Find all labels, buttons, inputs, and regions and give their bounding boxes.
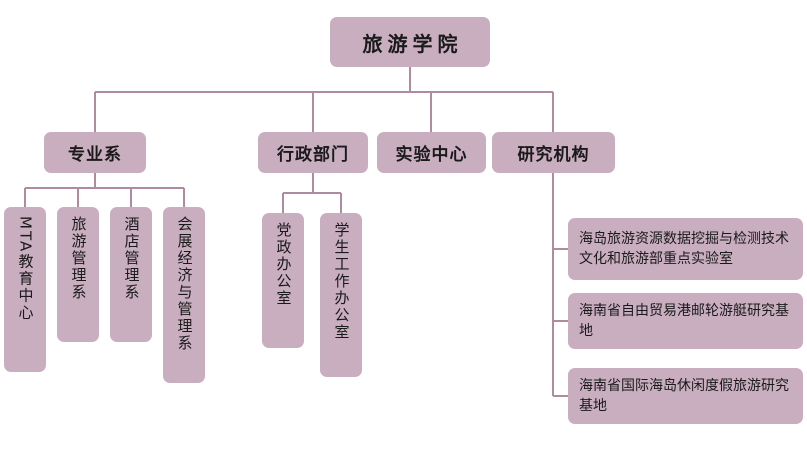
node-exhibition-economy-management-dept[interactable]: 会展经济与管理系: [163, 207, 205, 383]
node-student-affairs-office[interactable]: 学生工作办公室: [320, 213, 362, 377]
node-research-key-laboratory[interactable]: 海岛旅游资源数据挖掘与检测技术文化和旅游部重点实验室: [568, 218, 803, 280]
node-lab-center[interactable]: 实验中心: [377, 132, 486, 173]
node-administration-label: 行政部门: [277, 145, 349, 165]
node-mta-education-center[interactable]: MTA教育中心: [4, 207, 46, 372]
node-root-label: 旅游学院: [362, 31, 463, 56]
node-mta-education-center-label: MTA教育中心: [16, 216, 35, 322]
node-research-institutions-label: 研究机构: [517, 145, 590, 165]
node-research-island-leisure-base-label: 海南省国际海岛休闲度假旅游研究基地: [579, 377, 789, 414]
node-tourism-management-dept-label: 旅游管理系: [69, 216, 88, 301]
node-party-affairs-office-label: 党政办公室: [274, 222, 293, 307]
node-research-key-laboratory-label: 海岛旅游资源数据挖掘与检测技术文化和旅游部重点实验室: [579, 230, 789, 267]
node-hotel-management-dept[interactable]: 酒店管理系: [110, 207, 152, 342]
node-root-tourism-college[interactable]: 旅游学院: [330, 17, 490, 67]
node-research-cruise-yacht-base[interactable]: 海南省自由贸易港邮轮游艇研究基地: [568, 293, 803, 349]
node-party-affairs-office[interactable]: 党政办公室: [262, 213, 304, 348]
node-administration[interactable]: 行政部门: [258, 132, 368, 173]
node-research-institutions[interactable]: 研究机构: [492, 132, 615, 173]
node-lab-center-label: 实验中心: [395, 145, 468, 165]
node-research-island-leisure-base[interactable]: 海南省国际海岛休闲度假旅游研究基地: [568, 368, 803, 424]
node-academic-departments-label: 专业系: [68, 145, 122, 165]
node-student-affairs-office-label: 学生工作办公室: [332, 222, 351, 341]
node-hotel-management-dept-label: 酒店管理系: [122, 216, 141, 301]
node-exhibition-economy-management-dept-label: 会展经济与管理系: [175, 216, 194, 352]
node-academic-departments[interactable]: 专业系: [44, 132, 146, 173]
node-tourism-management-dept[interactable]: 旅游管理系: [57, 207, 99, 342]
node-research-cruise-yacht-base-label: 海南省自由贸易港邮轮游艇研究基地: [579, 302, 789, 339]
